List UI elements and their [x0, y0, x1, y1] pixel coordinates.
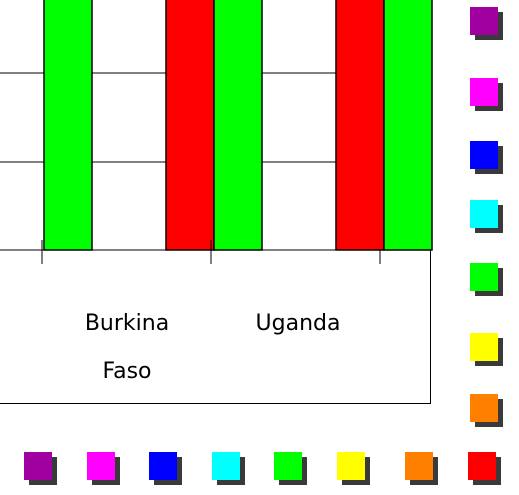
legend-swatch: [274, 452, 302, 480]
legend-swatch: [149, 452, 177, 480]
bar-s1-c0: [43, 0, 93, 251]
legend-swatch: [87, 452, 115, 480]
legend-swatch: [468, 452, 496, 480]
legend-swatch: [337, 452, 365, 480]
legend-swatch: [470, 141, 498, 169]
bar-s0-c2: [335, 0, 385, 251]
legend-swatch: [470, 200, 498, 228]
legend-swatch: [470, 394, 498, 422]
legend-swatch: [24, 452, 52, 480]
bar-s1-c1: [213, 0, 263, 251]
legend-swatch: [470, 7, 498, 35]
legend-swatch: [405, 452, 433, 480]
legend-swatch: [212, 452, 240, 480]
x-tick-label: Burkina: [85, 311, 169, 336]
legend-swatch: [470, 78, 498, 106]
x-tick-label: a: [0, 311, 2, 336]
bar-s0-c1: [165, 0, 215, 251]
x-tick-label: Faso: [102, 359, 151, 384]
bar-s1-c2: [383, 0, 433, 251]
legend-swatch: [470, 333, 498, 361]
legend-swatch: [470, 263, 498, 291]
x-tick-label: Uganda: [256, 311, 341, 336]
